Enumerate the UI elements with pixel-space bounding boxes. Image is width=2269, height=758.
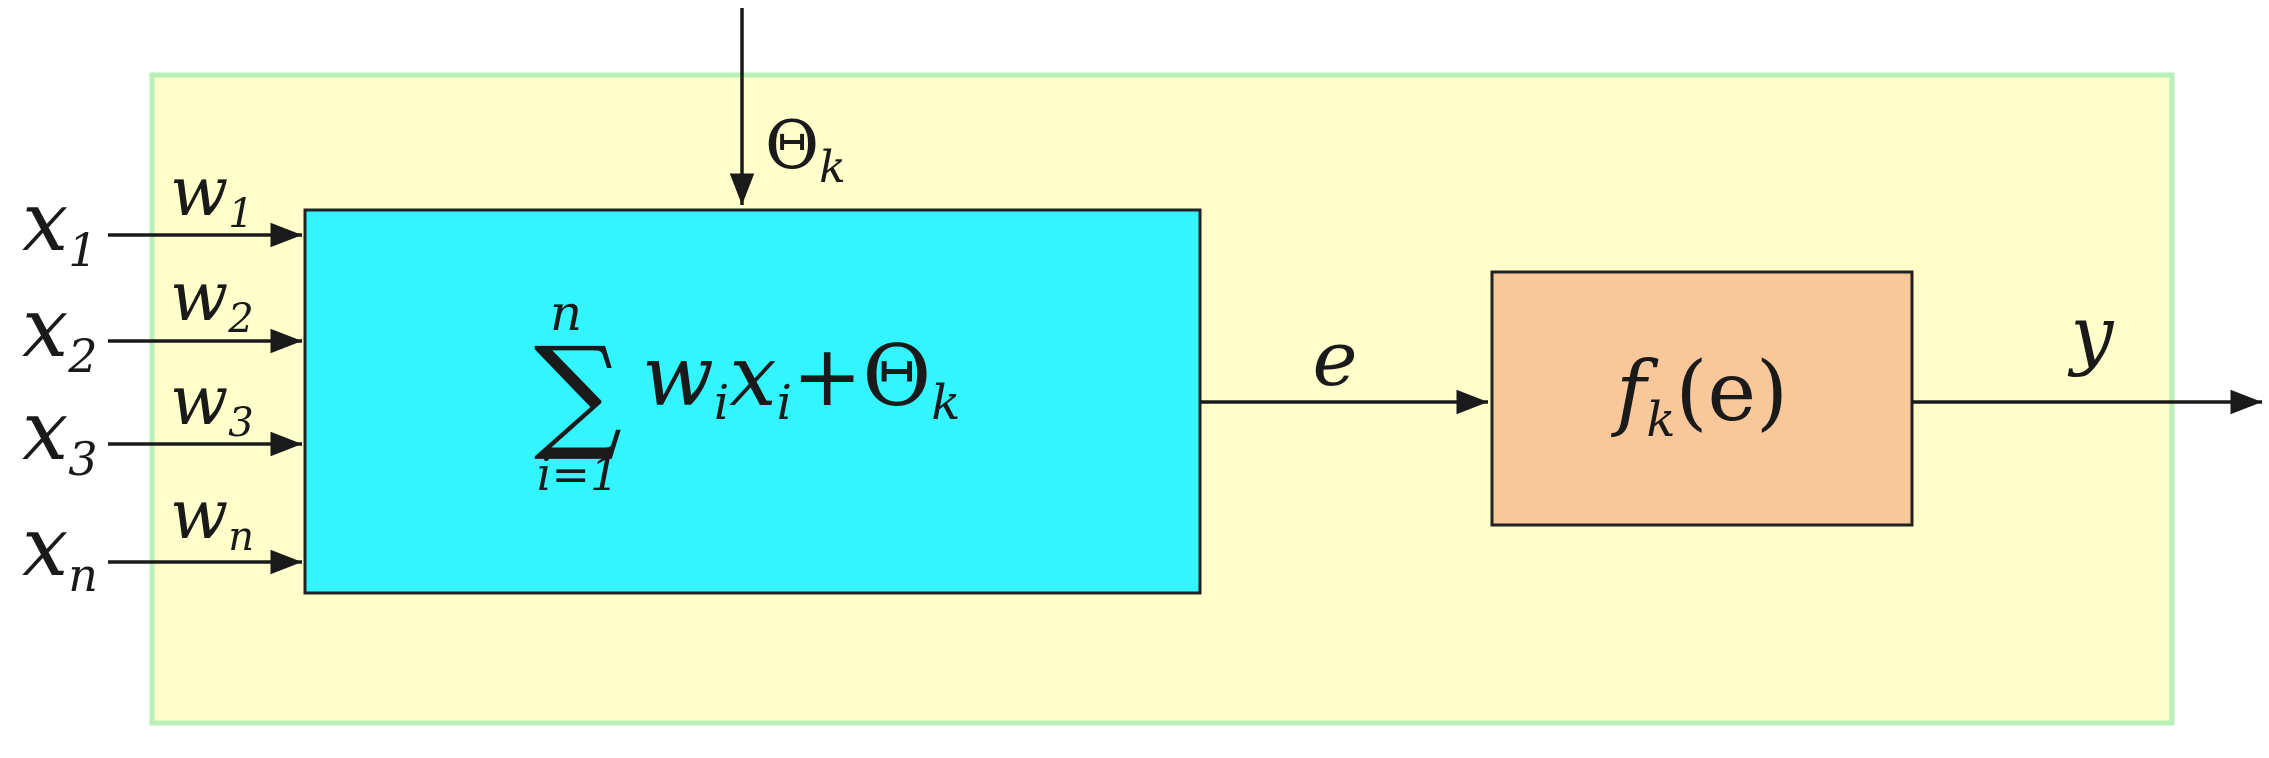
sigma-symbol: ∑ [534, 321, 623, 465]
input-label-x2: x2 [22, 281, 98, 383]
bias-label: Θk [765, 107, 846, 193]
input-label-x3: x3 [22, 384, 98, 486]
output-label: y [2068, 289, 2115, 378]
sum-expression: wixi+Θk [642, 327, 960, 431]
signal-label: e [1313, 314, 1358, 403]
weight-label-w2: w2 [170, 258, 254, 342]
weight-label-w3: w3 [170, 362, 254, 446]
summation-block [303, 208, 1202, 595]
sum-lower-limit: i=1 [537, 447, 620, 501]
activation-function-block [1490, 270, 1914, 527]
input-label-x1: x1 [22, 175, 98, 277]
sum-upper-limit: n [550, 284, 582, 342]
weight-label-wn: wn [170, 476, 254, 560]
activation-function-label: fk(e) [1610, 345, 1788, 448]
input-label-xn: xn [22, 500, 98, 602]
weight-label-w1: w1 [170, 153, 254, 237]
